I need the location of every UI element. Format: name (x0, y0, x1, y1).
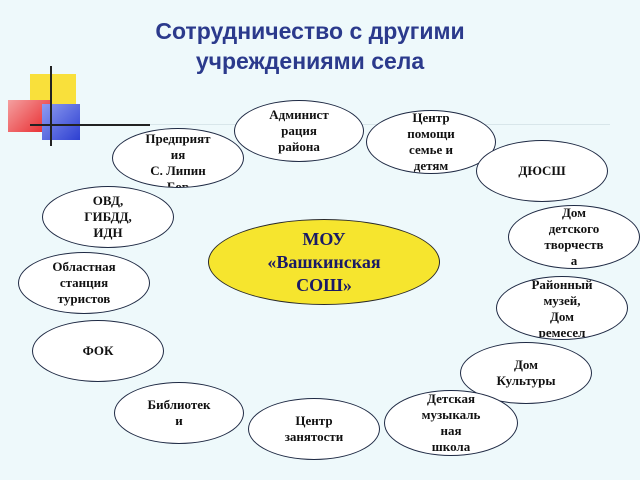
partner-node-fok: ФОК (32, 320, 164, 382)
partner-label-line: Бор (166, 179, 190, 188)
partner-node-music-school: Детская музыкаль ная школа (384, 390, 518, 456)
partner-label-line: Дом (561, 205, 587, 220)
partner-node-enterprise: Предприят ия С. Липин Бор (112, 128, 244, 188)
partner-label-line: творчеств (544, 237, 604, 252)
partner-label-line: и (175, 413, 183, 428)
partner-label-line: помощи (407, 126, 455, 141)
partner-label-line: Дом (513, 357, 539, 372)
partner-label-line: ФОК (82, 343, 114, 358)
partner-label-line: Дом (549, 309, 575, 324)
partner-label-line: ДЮСШ (518, 163, 566, 178)
page-title: Сотрудничество с другими учреждениями се… (100, 16, 520, 76)
partner-label-line: ГИБДД, (84, 209, 132, 224)
partner-label-line: Центр (412, 110, 450, 125)
deco-blue-square (42, 104, 80, 140)
partner-label-line: Детская (426, 391, 475, 406)
partner-label-line: С. Липин (150, 163, 206, 178)
partner-node-employment-center: Центр занятости (248, 398, 380, 460)
partner-node-administration: Админист рация района (234, 100, 364, 162)
partner-label-line: рация (281, 123, 317, 138)
partner-label-line: Библиотек (147, 397, 211, 412)
partner-label-line: а (570, 253, 578, 268)
partner-node-tourist-station: Областная станция туристов (18, 252, 150, 314)
partner-node-museum: Районный музей, Дом ремесел (496, 276, 628, 340)
title-line-2: учреждениями села (195, 48, 425, 74)
partner-label-line: семье и (409, 142, 453, 157)
partner-label-line: Центр (295, 413, 333, 428)
partner-label-line: Районный (531, 277, 593, 292)
partner-node-family-center: Центр помощи семье и детям (366, 110, 496, 174)
partner-node-library: Библиотек и (114, 382, 244, 444)
center-line: МОУ (302, 228, 346, 249)
partner-label-line: школа (431, 439, 471, 454)
partner-label-line: Предприят (145, 131, 211, 146)
center-line: «Вашкинская (267, 251, 381, 272)
school-center-node: МОУ «Вашкинская СОШ» (208, 219, 440, 305)
partner-label-line: станция (59, 275, 109, 290)
partner-label-line: района (278, 139, 320, 154)
partner-label-line: Областная (52, 259, 116, 274)
partner-label-line: ремесел (538, 325, 586, 340)
partner-label-line: детского (548, 221, 600, 236)
partner-label-line: ИДН (93, 225, 123, 240)
title-line-1: Сотрудничество с другими (155, 18, 465, 44)
partner-label-line: музей, (543, 293, 581, 308)
partner-label-line: Культуры (496, 373, 556, 388)
partner-label-line: занятости (284, 429, 344, 444)
partner-label-line: ОВД, (92, 193, 124, 208)
center-line: СОШ» (296, 274, 352, 295)
partner-node-police: ОВД, ГИБДД, ИДН (42, 186, 174, 248)
partner-label-line: туристов (57, 291, 111, 306)
partner-node-children-creativity: Дом детского творчеств а (508, 205, 640, 269)
partner-node-sports-school: ДЮСШ (476, 140, 608, 202)
deco-vertical-line (50, 66, 52, 146)
deco-horizontal-line (30, 124, 150, 126)
partner-label-line: ная (440, 423, 462, 438)
partner-label-line: ия (170, 147, 186, 162)
partner-label-line: детям (413, 158, 449, 173)
partner-label-line: музыкаль (421, 407, 481, 422)
partner-label-line: Админист (269, 107, 329, 122)
